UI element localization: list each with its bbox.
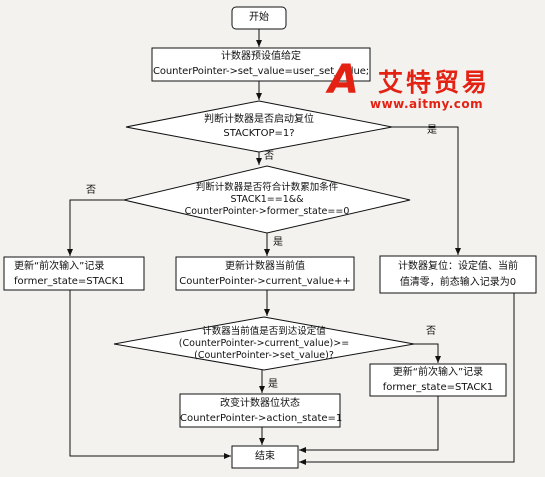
- update-right-line-1: 更新“前次输入”记录: [392, 367, 484, 378]
- update-current-line-1: 更新计数器当前值: [225, 261, 305, 272]
- update-current-line-2: CounterPointer->current_value++: [179, 276, 351, 287]
- reset-line-2: 值清零，前态输入记录为0: [399, 277, 517, 288]
- arrow-accum-no-to-update-left: [67, 199, 124, 256]
- arrow-reset-to-end: [299, 293, 515, 465]
- update-right-line-2: former_state=STACK1: [382, 382, 494, 393]
- edge-label-accum-no: 否: [86, 185, 96, 196]
- change-state-box: [179, 393, 341, 428]
- arrow-update-right-to-end: [299, 396, 439, 453]
- start-decision-line-2: STACKTOP=1?: [223, 128, 295, 139]
- watermark-logo: A: [328, 57, 359, 103]
- update-left-label: 更新“前次输入”记录 former_state=STACK1: [4, 261, 144, 288]
- update-left-box: [3, 256, 145, 291]
- edge-label-reach-no: 否: [426, 326, 436, 337]
- arrow-update-left-to-end: [69, 290, 231, 459]
- preset-box: [151, 47, 371, 82]
- accum-decision-line-2: STACK1==1&&: [230, 194, 304, 205]
- reach-decision-line-1: 计数器当前值是否到达设定值: [202, 326, 326, 337]
- reach-decision: [113, 316, 415, 371]
- edge-label-start-yes: 是: [427, 125, 437, 136]
- change-state-line-2: CounterPointer->action_state=1: [180, 413, 343, 424]
- arrow-start-yes-to-reset: [392, 126, 461, 255]
- end-label: 结束: [255, 451, 275, 462]
- reach-decision-line-3: (CounterPointer->set_value)?: [194, 350, 334, 361]
- update-right-label: 更新“前次输入”记录 former_state=STACK1: [370, 367, 506, 394]
- watermark-brand: 艾特贸易: [378, 68, 491, 97]
- reset-label: 计数器复位：设定值、当前 值清零，前态输入记录为0: [380, 261, 536, 289]
- end-terminal: [231, 445, 299, 469]
- edge-label-accum-yes: 是: [273, 237, 283, 248]
- update-left-line-2: former_state=STACK1: [14, 276, 125, 287]
- preset-line-2: CounterPointer->set_value=user_set_value…: [152, 66, 370, 77]
- arrow-reach-no-to-update-right: [414, 343, 441, 363]
- accum-decision-line-3: CounterPointer->former_state==0: [184, 206, 350, 217]
- reach-decision-line-2: (CounterPointer->current_value)>=: [178, 338, 350, 349]
- start-decision-line-1: 判断计数器是否启动复位: [204, 114, 314, 125]
- reach-decision-label: 计数器当前值是否到达设定值 (CounterPointer->current_v…: [114, 326, 414, 362]
- watermark-url: www.aitmy.com: [370, 97, 484, 111]
- start-decision-label: 判断计数器是否启动复位 STACKTOP=1?: [126, 114, 392, 140]
- preset-label: 计数器预设值给定 CounterPointer->set_value=user_…: [152, 51, 370, 78]
- accum-decision-line-1: 判断计数器是否符合计数累加条件: [195, 182, 339, 193]
- edge-label-reach-yes: 是: [268, 379, 278, 390]
- preset-line-1: 计数器预设值给定: [221, 51, 301, 62]
- change-state-label: 改变计数器位状态 CounterPointer->action_state=1: [180, 398, 343, 425]
- edge-label-start-no: 否: [264, 151, 274, 162]
- accum-decision-label: 判断计数器是否符合计数累加条件 STACK1==1&& CounterPoint…: [124, 182, 410, 218]
- update-left-line-1: 更新“前次输入”记录: [14, 261, 105, 272]
- start-label: 开始: [249, 12, 269, 23]
- reset-box: [379, 255, 537, 294]
- update-current-label: 更新计数器当前值 CounterPointer->current_value++: [176, 261, 354, 288]
- update-current-box: [175, 256, 355, 291]
- reset-line-1: 计数器复位：设定值、当前: [398, 261, 518, 272]
- change-state-line-1: 改变计数器位状态: [220, 398, 300, 409]
